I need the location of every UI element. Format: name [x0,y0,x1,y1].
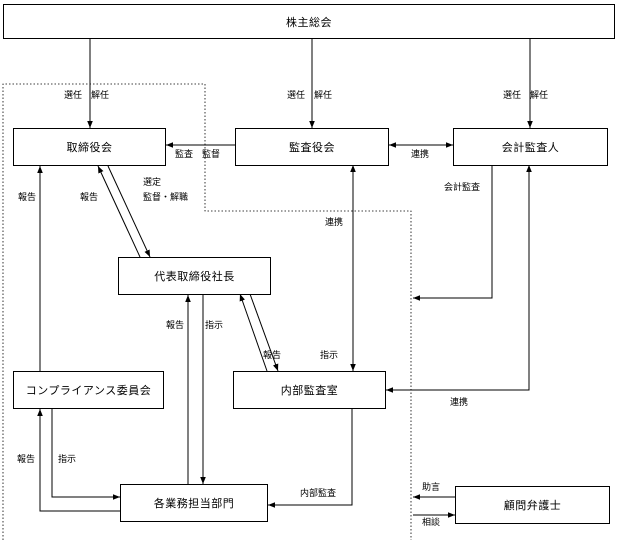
label-instruct-president-internal: 指示 [320,351,339,361]
label-advice: 助言 [422,483,441,493]
node-president: 代表取締役社長 [118,257,271,295]
node-shareholders: 株主総会 [3,4,615,39]
arrow-departments-compliance [37,409,120,512]
node-accounting-auditor: 会計監査人 [453,128,608,166]
node-internal-audit: 内部監査室 [233,371,386,409]
label-audit-supervise: 監査 監督 [175,150,221,160]
arrow-president-to-internal [249,293,279,372]
label-cooperation-accounting-internal: 連携 [450,398,469,408]
label-supervise-dismiss: 監督・解職 [143,193,189,203]
label-select: 選定 [143,178,162,188]
label-accounting-audit: 会計監査 [444,183,481,193]
arrow-compliance-departments [51,409,120,500]
label-internal-audit-departments: 内部監査 [300,489,337,499]
label-elect-dismiss-audit-board: 選任 解任 [287,91,333,101]
label-cooperation-audit-internal: 連携 [325,218,344,228]
arrow-board-to-president [107,165,151,258]
label-elect-dismiss-accounting-auditor: 選任 解任 [503,91,549,101]
node-departments: 各業務担当部門 [120,484,268,522]
label-report-departments-compliance: 報告 [17,455,36,465]
arrow-accounting-internal-cooperation [386,165,532,393]
label-report-departments-president: 報告 [166,321,185,331]
arrow-internal-audit-departments [268,409,353,508]
label-instruct-compliance-departments: 指示 [58,455,77,465]
arrow-president-to-board [97,165,141,258]
arrow-internal-to-president [239,293,268,372]
node-compliance: コンプライアンス委員会 [13,371,164,409]
label-instruct-president-departments: 指示 [205,321,224,331]
company-boundary [2,83,412,540]
node-audit-board: 監査役会 [235,128,389,166]
label-consult: 相談 [422,518,441,528]
node-legal-counsel: 顧問弁護士 [455,486,610,524]
label-cooperation-audit-accounting: 連携 [411,150,430,160]
node-board: 取締役会 [13,128,166,166]
label-report-internal-president: 報告 [263,351,282,361]
label-report-compliance-board: 報告 [18,193,37,203]
label-report-president-board: 報告 [80,193,99,203]
label-elect-dismiss-board: 選任 解任 [64,91,110,101]
